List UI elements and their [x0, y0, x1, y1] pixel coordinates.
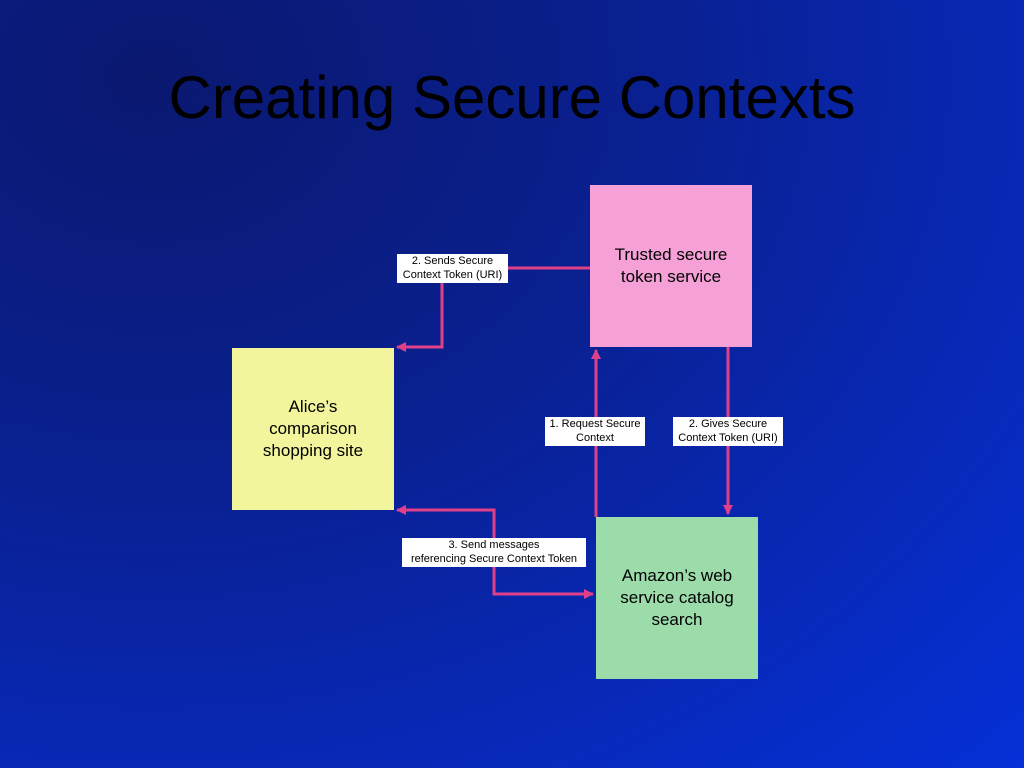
trusted-node-label: Trusted secure token service: [614, 245, 728, 286]
edge-label-send-messages: 3. Send messages referencing Secure Cont…: [402, 538, 586, 567]
alice-node-label: Alice’s comparison shopping site: [262, 397, 364, 460]
arrow-to-amazon: [492, 567, 594, 599]
trusted-token-service-node: Trusted secure token service: [590, 185, 752, 347]
edge-label-sends-token: 2. Sends Secure Context Token (URI): [397, 254, 508, 283]
arrow-trusted-to-alice: [396, 266, 590, 352]
amazon-catalog-search-node: Amazon’s web service catalog search: [596, 517, 758, 679]
amazon-node-label: Amazon’s web service catalog search: [620, 566, 734, 629]
alice-shopping-site-node: Alice’s comparison shopping site: [232, 348, 394, 510]
edge-label-gives-token: 2. Gives Secure Context Token (URI): [673, 417, 783, 446]
edge-label-request-context: 1. Request Secure Context: [545, 417, 645, 446]
slide-title: Creating Secure Contexts: [168, 64, 856, 131]
